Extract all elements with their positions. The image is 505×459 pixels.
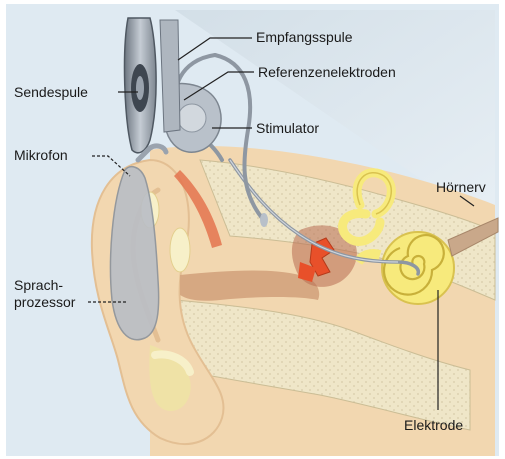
label-sendespule: Sendespule	[14, 84, 88, 100]
cartilage-mid	[170, 228, 190, 272]
ear-canal	[180, 270, 319, 300]
label-elektrode: Elektrode	[404, 417, 463, 433]
label-stimulator: Stimulator	[256, 120, 319, 136]
label-mikrofon: Mikrofon	[14, 147, 68, 163]
stimulator-magnet	[178, 104, 206, 132]
label-empfangsspule: Empfangsspule	[256, 29, 353, 45]
label-sprachprozessor-line1: Sprach-	[14, 277, 63, 293]
reference-electrode-tip	[260, 213, 268, 227]
label-sprachprozessor-line2: prozessor	[14, 294, 76, 310]
transmitter-magnet	[136, 76, 144, 100]
label-referenzelektroden: Referenzenelektroden	[258, 64, 396, 80]
receiver-coil	[160, 20, 180, 132]
label-hoernerv: Hörnerv	[436, 179, 486, 195]
